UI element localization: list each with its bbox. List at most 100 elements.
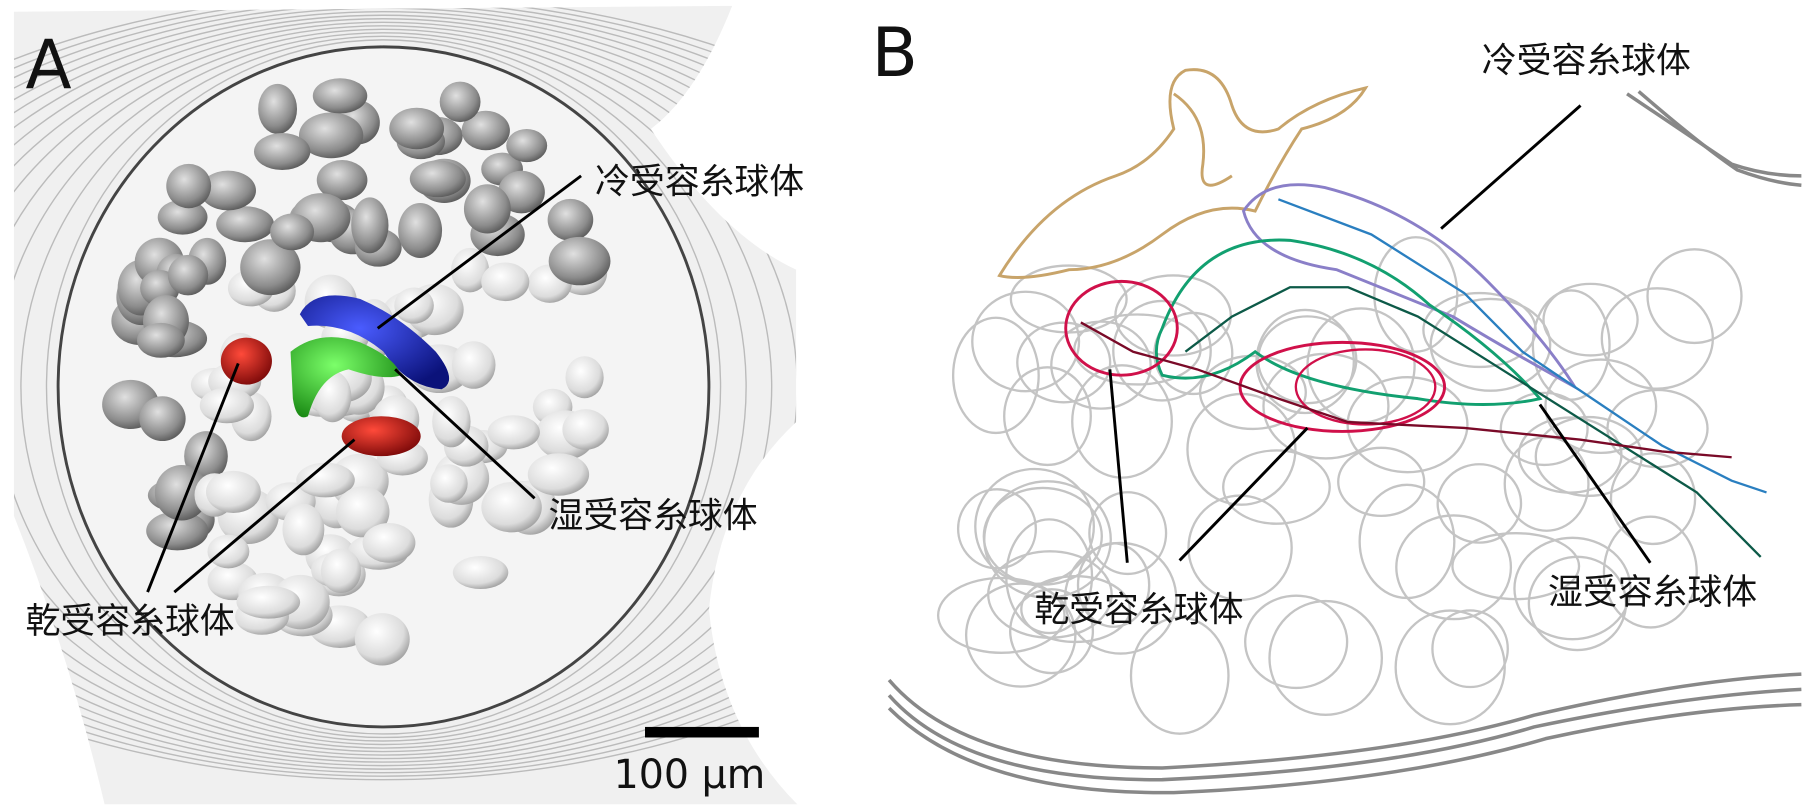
glomerulus <box>136 322 185 358</box>
glomerulus-outline <box>1222 449 1331 525</box>
cold-glomerulus-a <box>299 295 450 390</box>
glomerulus <box>527 453 590 496</box>
glomerulus-outline <box>1544 358 1658 455</box>
glomerulus-outline <box>1609 452 1697 546</box>
glomerulus <box>154 465 209 521</box>
glomerulus <box>409 160 466 198</box>
glomerulus-outline <box>971 290 1081 393</box>
glomerulus <box>316 160 368 201</box>
contour-line <box>13 5 798 774</box>
glomerulus-outline <box>1337 446 1426 518</box>
glomerulus-outline <box>1513 536 1632 641</box>
glomerulus <box>320 548 362 594</box>
glomerulus <box>216 206 275 243</box>
glomerulus <box>481 482 542 533</box>
glomerulus <box>398 202 443 259</box>
glomerulus <box>548 236 611 286</box>
glomerulus-outline <box>1358 483 1456 600</box>
moist-glomerulus-outline-b <box>1154 238 1543 406</box>
glomerulus-outline <box>1262 352 1390 460</box>
glomerulus <box>282 503 325 556</box>
glomerulus <box>139 396 186 442</box>
glomerulus <box>207 534 250 569</box>
glomerulus-outline <box>1542 282 1639 357</box>
dry-glomerulus-outline-b-2 <box>1238 340 1447 433</box>
glomerulus <box>506 129 548 163</box>
dry-glomerulus-outline-b-3 <box>1294 348 1437 426</box>
glomerulus-outline <box>1395 514 1513 621</box>
glomerulus-outline <box>1112 299 1212 402</box>
glomerulus <box>200 170 256 211</box>
glomerulus-outline <box>951 316 1040 435</box>
glomerulus-outline <box>1600 287 1714 390</box>
glomerulus <box>565 356 604 399</box>
glomerulus-outline <box>1198 354 1307 431</box>
glomerulus <box>439 81 481 123</box>
glomerulus-outline <box>1429 297 1552 392</box>
glomerulus-outline <box>964 582 1077 688</box>
moist-neuron-b <box>1184 286 1762 558</box>
glomerulus <box>463 184 511 234</box>
label-cold-a: 冷受容糸球体 <box>595 162 804 202</box>
glomerulus-outlines-b <box>936 236 1743 735</box>
glomerulus <box>240 239 301 296</box>
contour-line <box>13 32 773 742</box>
contour-line <box>20 35 747 739</box>
glomerulus-outline <box>956 488 1037 570</box>
glomerulus-outline <box>1016 321 1112 404</box>
dry-neuron-b <box>1080 321 1732 459</box>
glomerulus <box>253 133 311 171</box>
glomerulus-outline <box>1306 307 1416 424</box>
dry-glomerulus-a-1 <box>220 337 272 385</box>
label-dry-a: 乾受容糸球体 <box>26 602 235 642</box>
glomerulus <box>146 511 209 551</box>
glomerulus <box>487 415 540 450</box>
cold-neuron-b <box>1277 198 1767 494</box>
panel-a-letter: A <box>26 25 72 104</box>
glomerulus-outline <box>936 576 1066 655</box>
contour-line <box>13 5 798 777</box>
moist-glomerulus-a <box>290 337 401 418</box>
glomerulus <box>258 83 298 135</box>
leader-lines-b <box>1108 104 1652 564</box>
contour-line <box>13 25 798 749</box>
scale-bar-label: 100 μm <box>614 752 766 798</box>
glomerulus <box>167 254 209 296</box>
panel-a: A 冷受容糸球体 湿受容糸球体 乾受容糸球体 100 μm <box>13 5 804 805</box>
contour-line <box>13 14 798 760</box>
glomerulus-outline <box>1244 594 1349 690</box>
glomerulus-outline <box>1517 416 1623 494</box>
glomerulus-outline <box>1436 463 1523 544</box>
glomerulus <box>270 213 315 251</box>
dry-glomerulus-a-2 <box>341 416 421 457</box>
glomerulus-outline <box>1394 609 1506 726</box>
contour-line <box>13 5 798 770</box>
contour-line <box>45 39 722 735</box>
glomerulus <box>236 585 301 619</box>
glomerulus <box>389 107 445 150</box>
glomerulus <box>430 464 468 503</box>
glomerulus-outline <box>1003 366 1092 467</box>
glomerulus <box>452 556 509 590</box>
glomerulus <box>336 486 390 538</box>
panel-b-letter: B <box>872 13 918 92</box>
lobe-boundary-b <box>887 90 1802 795</box>
glomerulus-outline <box>1009 264 1128 334</box>
glomerulus-outline <box>1606 388 1709 469</box>
glomerulus-outline <box>1073 313 1202 386</box>
glomerulus-outline <box>1499 391 1589 467</box>
glomerulus-outline <box>1005 518 1094 635</box>
label-cold-b: 冷受容糸球体 <box>1482 42 1691 82</box>
glomerulus <box>481 262 530 302</box>
glomerulus-outline <box>1050 320 1152 410</box>
glomerulus-outline <box>982 486 1103 586</box>
glomerulus <box>351 197 389 254</box>
glomerulus <box>562 409 609 450</box>
glomerulus <box>451 247 490 293</box>
leader-lines-a <box>146 174 582 594</box>
label-moist-b: 湿受容糸球体 <box>1548 573 1757 613</box>
glomerulus <box>166 163 212 209</box>
glomerulus <box>461 110 510 151</box>
glomerulus-outline <box>1009 588 1095 675</box>
